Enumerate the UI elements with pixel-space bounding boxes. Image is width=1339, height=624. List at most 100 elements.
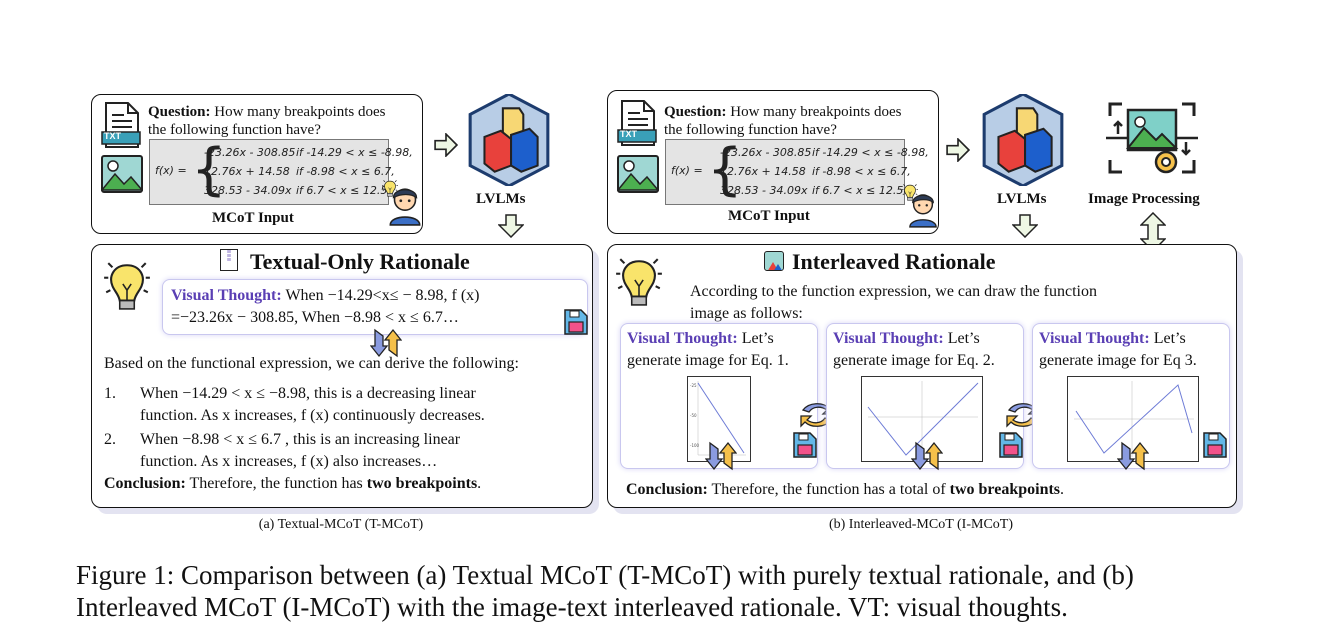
list-item-1-num: 1. — [104, 385, 116, 402]
question-line2-b: the following function have? — [664, 122, 837, 138]
formula-brace-b: { — [707, 137, 743, 202]
question-text-b: Question: How many breakpoints does the … — [664, 103, 936, 139]
card3-label: Visual Thought: — [1039, 330, 1150, 347]
intro-line1: According to the function expression, we… — [690, 283, 1097, 300]
function-formula: f(x) = { -23.26x - 308.85 if -14.29 < x … — [149, 137, 413, 205]
visual-thought-line2: =−23.26x − 308.85, When −8.98 < x ≤ 6.7… — [171, 309, 459, 326]
eq1-plot: -25 -50 -100 — [687, 376, 751, 462]
figure-caption-line2: Interleaved MCoT (I-MCoT) with the image… — [76, 592, 1068, 622]
card1-label: Visual Thought: — [627, 330, 738, 347]
caption-b: (b) Interleaved-MCoT (I-MCoT) — [828, 517, 1014, 532]
svg-text:-25: -25 — [690, 383, 697, 388]
conclusion-end-b: . — [1060, 481, 1065, 498]
image-processing-icon — [1106, 102, 1198, 174]
formula-b-row2-cond: if -8.98 < x ≤ 6.7, — [812, 165, 911, 178]
formula-b-row1-cond: if -14.29 < x ≤ -8.98, — [812, 146, 929, 159]
formula-row2-cond: if -8.98 < x ≤ 6.7, — [296, 165, 395, 178]
card2-label: Visual Thought: — [833, 330, 944, 347]
question-label-b: Question: — [664, 104, 727, 120]
question-line2: the following function have? — [148, 122, 321, 138]
formula-b-row3-expr: 328.53 - 34.09x — [720, 184, 808, 197]
visual-thought-card-2: Visual Thought: Let’s generate image for… — [826, 323, 1024, 470]
figure-caption-line1: Figure 1: Comparison between (a) Textual… — [76, 560, 1134, 590]
function-formula-b: f(x) = { -23.26x - 308.85 if -14.29 < x … — [665, 137, 929, 205]
lvlm-label-a: LVLMs — [476, 191, 526, 207]
formula-lhs: f(x) = — [155, 164, 187, 177]
list-item-2-line2: function. As x increases, f (x) also inc… — [140, 453, 438, 470]
txt-file-icon — [101, 102, 141, 148]
list-item-2-text: When −8.98 < x ≤ 6.7 , this is an increa… — [140, 429, 588, 473]
conclusion-end-a: . — [477, 475, 482, 492]
visual-thought-card-1: Visual Thought: Let’s generate image for… — [620, 323, 818, 470]
visual-thought-card-a: Visual Thought: When −14.29<x≤ − 8.98, f… — [162, 279, 588, 335]
right-arrow-icon-a — [434, 133, 458, 157]
question-line1: How many breakpoints does — [214, 104, 386, 120]
card1-line2: generate image for Eq. 1. — [627, 352, 789, 369]
conclusion-b: Conclusion: Therefore, the function has … — [626, 479, 1226, 501]
eq3-plot — [1067, 376, 1199, 462]
question-label: Question: — [148, 104, 211, 120]
formula-row1-expr: -23.26x - 308.85 — [204, 146, 296, 159]
lightbulb-icon-b — [616, 258, 662, 306]
down-arrow-icon-a — [498, 214, 524, 238]
card2-line2: generate image for Eq. 2. — [833, 352, 995, 369]
conclusion-label-a: Conclusion: — [104, 475, 186, 492]
formula-b-row3-cond: if 6.7 < x ≤ 12.56, — [812, 184, 914, 197]
conclusion-text-a: Therefore, the function has — [189, 475, 363, 492]
idea-bulb-small-icon-b — [902, 184, 918, 201]
save-icon-b2 — [999, 432, 1023, 458]
card1-rest: Let’s — [741, 330, 774, 347]
save-icon-a — [564, 309, 588, 335]
image-title-icon — [764, 251, 784, 271]
formula-b-row1-expr: -23.26x - 308.85 — [720, 146, 812, 159]
cycle-arrows-icon-b1 — [705, 442, 737, 470]
formula-row3-cond: if 6.7 < x ≤ 12.56, — [296, 184, 398, 197]
conclusion-bold-a: two breakpoints — [366, 475, 478, 492]
interleaved-rationale-title: Interleaved Rationale — [792, 249, 996, 274]
conclusion-label-b: Conclusion: — [626, 481, 708, 498]
conclusion-bold-b: two breakpoints — [949, 481, 1061, 498]
right-arrow-icon-b — [946, 138, 970, 162]
formula-brace: { — [191, 137, 227, 202]
card3-text: Visual Thought: Let’s generate image for… — [1039, 328, 1225, 372]
cycle-arrows-icon-b3 — [1117, 442, 1149, 470]
txt-file-icon-b — [617, 100, 657, 146]
list-item-2-line1: When −8.98 < x ≤ 6.7 , this is an increa… — [140, 431, 461, 448]
list-item-2-num: 2. — [104, 431, 116, 448]
interleaved-rationale-box: Interleaved Rationale According to the f… — [607, 244, 1237, 508]
caption-a: (a) Textual-MCoT (T-MCoT) — [258, 517, 424, 532]
formula-row3-expr: 328.53 - 34.09x — [204, 184, 292, 197]
intro-text: According to the function expression, we… — [690, 281, 1220, 325]
textual-rationale-box: ≡≡≡ Textual-Only Rationale Visual Though… — [91, 244, 593, 508]
list-item-1-text: When −14.29 < x ≤ −8.98, this is a decre… — [140, 383, 588, 427]
list-item-1-line2: function. As x increases, f (x) continuo… — [140, 407, 485, 424]
txt-file-label-b: TXT — [620, 129, 637, 139]
mcot-input-label-b: MCoT Input — [728, 208, 810, 224]
card2-rest: Let’s — [947, 330, 980, 347]
textual-rationale-title: Textual-Only Rationale — [250, 249, 470, 274]
formula-lhs-b: f(x) = — [671, 164, 703, 177]
lvlm-cube-icon-b — [982, 94, 1064, 186]
svg-text:-100: -100 — [690, 443, 700, 448]
conclusion-text-b: Therefore, the function has a total of — [711, 481, 946, 498]
card3-rest: Let’s — [1153, 330, 1186, 347]
derive-text: Based on the functional expression, we c… — [104, 355, 519, 372]
card3-line2: generate image for Eq 3. — [1039, 352, 1197, 369]
visual-thought-line1: When −14.29<x≤ − 8.98, f (x) — [285, 287, 480, 304]
mcot-input-label: MCoT Input — [212, 210, 294, 226]
formula-row2-expr: 12.76x + 14.58 — [204, 165, 290, 178]
svg-text:-50: -50 — [690, 413, 697, 418]
visual-thought-card-3: Visual Thought: Let’s generate image for… — [1032, 323, 1230, 470]
image-icon — [101, 155, 143, 193]
cycle-arrows-icon-b2 — [911, 442, 943, 470]
lvlm-label-b: LVLMs — [997, 191, 1047, 207]
visual-thought-text-a: Visual Thought: When −14.29<x≤ − 8.98, f… — [171, 285, 581, 329]
formula-row1-cond: if -14.29 < x ≤ -8.98, — [296, 146, 413, 159]
down-arrow-icon-b — [1012, 214, 1038, 238]
mcot-input-box-b: TXT Question: How many breakpoints does … — [607, 90, 939, 234]
lvlm-cube-icon-a — [468, 94, 550, 186]
list-item-1-line1: When −14.29 < x ≤ −8.98, this is a decre… — [140, 385, 476, 402]
save-icon-b3 — [1203, 432, 1227, 458]
formula-b-row2-expr: 12.76x + 14.58 — [720, 165, 806, 178]
question-line1-b: How many breakpoints does — [730, 104, 902, 120]
